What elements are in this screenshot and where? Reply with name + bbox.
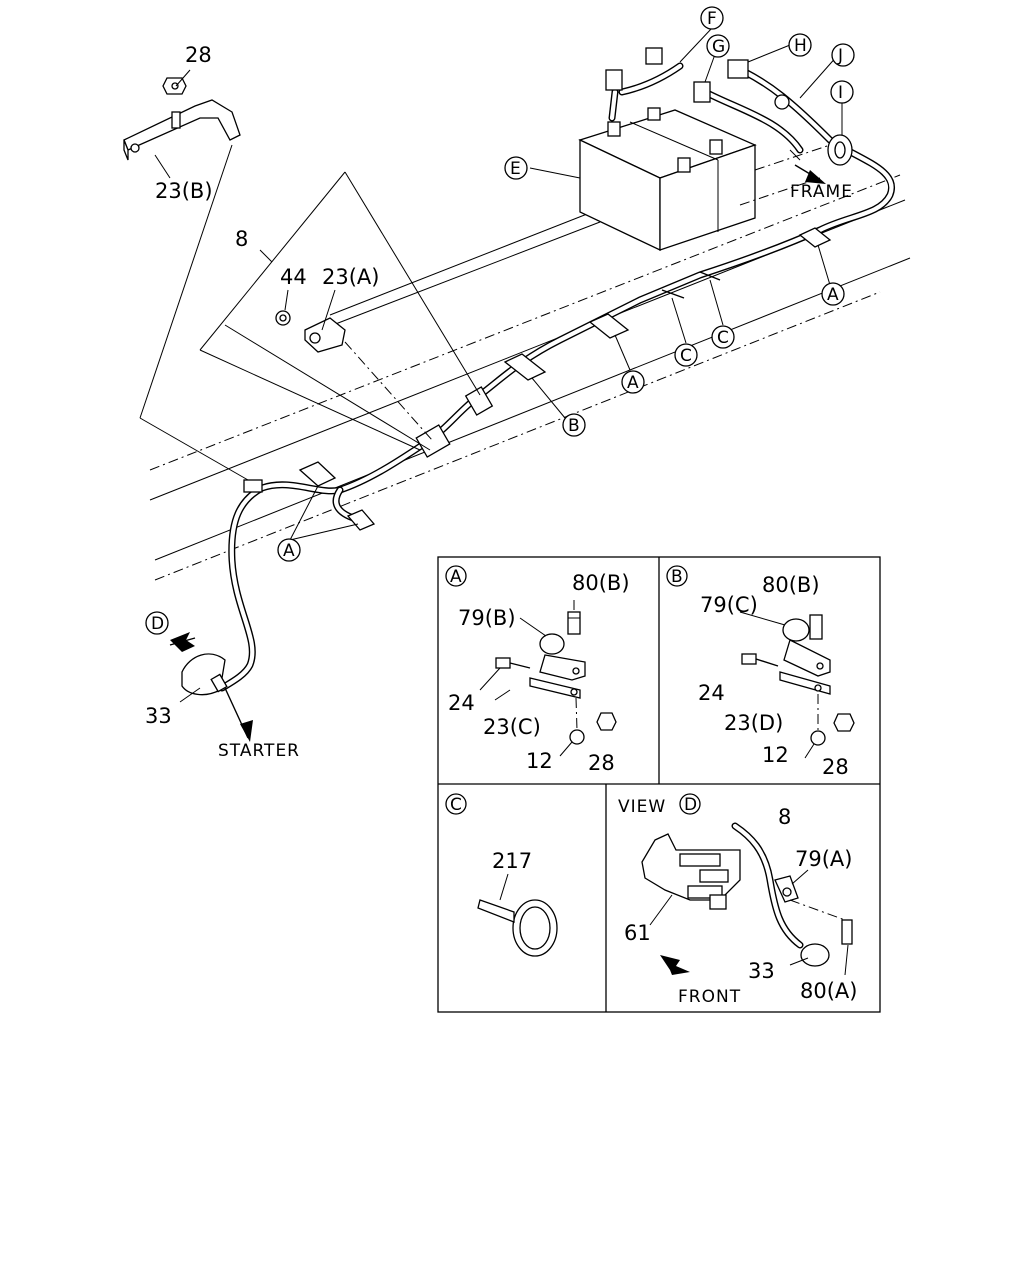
callout-a-left: A bbox=[277, 538, 301, 562]
panel-d-view: VIEW bbox=[618, 797, 666, 817]
svg-text:E: E bbox=[510, 159, 522, 179]
svg-text:C: C bbox=[717, 328, 730, 348]
label-frame: FRAME bbox=[790, 182, 853, 202]
svg-text:I: I bbox=[838, 83, 844, 103]
panel-d-tag: D bbox=[684, 795, 698, 815]
panel-b-nut-28: 28 bbox=[822, 755, 849, 779]
callout-c-right: C bbox=[711, 325, 735, 349]
panel-b-clip: 79(C) bbox=[700, 593, 758, 617]
panel-d-boot: 33 bbox=[748, 959, 775, 983]
starter-cable bbox=[181, 386, 494, 696]
callout-i: I bbox=[830, 80, 854, 104]
panel-a-bolt: 80(B) bbox=[572, 571, 630, 595]
panel-a-nut-28: 28 bbox=[588, 751, 615, 775]
callout-g: G bbox=[706, 34, 730, 58]
panel-d-front: FRONT bbox=[678, 987, 741, 1007]
leader-lines bbox=[139, 27, 843, 742]
panel-b-tag: B bbox=[671, 567, 684, 587]
panel-a-clip: 79(B) bbox=[458, 606, 516, 630]
panel-d: VIEW D 8 79(A) 61 33 FRONT 80(A) bbox=[618, 793, 857, 1007]
svg-text:F: F bbox=[707, 9, 718, 29]
svg-text:C: C bbox=[680, 346, 693, 366]
panel-a: A 80(B) 79(B) 24 23(C) 12 28 bbox=[445, 565, 630, 775]
panel-b-bolt: 80(B) bbox=[762, 573, 820, 597]
bracket-23b bbox=[123, 77, 241, 161]
svg-text:G: G bbox=[712, 37, 726, 57]
panel-b-nut-12: 12 bbox=[762, 743, 789, 767]
svg-text:D: D bbox=[151, 614, 165, 634]
detail-panels-frame bbox=[437, 556, 881, 1013]
label-nut-28-top: 28 bbox=[185, 43, 212, 67]
svg-text:B: B bbox=[568, 416, 581, 436]
panel-a-bolt-24: 24 bbox=[448, 691, 475, 715]
panel-c: C 217 bbox=[445, 793, 558, 957]
panel-b-bracket: 23(D) bbox=[724, 711, 783, 735]
label-starter-boot-33: 33 bbox=[145, 704, 172, 728]
battery-pair bbox=[578, 107, 831, 252]
label-nut-44: 44 bbox=[280, 265, 307, 289]
harness-clamps bbox=[298, 227, 832, 531]
panel-d-clip: 79(A) bbox=[795, 847, 852, 871]
panel-d-bracket: 61 bbox=[624, 921, 651, 945]
panel-b-bolt-24: 24 bbox=[698, 681, 725, 705]
battery-cables bbox=[476, 47, 896, 399]
panel-b: B 80(B) 79(C) 24 23(D) 12 28 bbox=[666, 565, 855, 779]
svg-text:A: A bbox=[627, 373, 640, 393]
callout-h: H bbox=[788, 33, 812, 57]
callout-j: J bbox=[831, 43, 855, 67]
frame-rails bbox=[149, 174, 911, 581]
svg-text:A: A bbox=[827, 285, 840, 305]
callout-c-mid: C bbox=[674, 343, 698, 367]
panel-a-tag: A bbox=[450, 567, 463, 587]
svg-text:H: H bbox=[794, 36, 808, 56]
callout-f: F bbox=[700, 6, 724, 30]
svg-text:A: A bbox=[283, 541, 296, 561]
label-cable-8: 8 bbox=[235, 227, 248, 251]
panel-a-nut-12: 12 bbox=[526, 749, 553, 773]
callout-a-mid: A bbox=[621, 370, 645, 394]
bracket-23a bbox=[275, 310, 346, 353]
panel-c-tag: C bbox=[450, 795, 463, 815]
panel-a-bracket: 23(C) bbox=[483, 715, 541, 739]
callout-e: E bbox=[504, 156, 528, 180]
svg-text:J: J bbox=[837, 46, 844, 66]
label-bracket-23a: 23(A) bbox=[322, 265, 379, 289]
callout-d-main: D bbox=[145, 611, 169, 635]
callout-b-main: B bbox=[562, 413, 586, 437]
panel-c-band: 217 bbox=[492, 849, 532, 873]
label-bracket-23b: 23(B) bbox=[155, 179, 213, 203]
panel-d-bolt: 80(A) bbox=[800, 979, 857, 1003]
label-starter: STARTER bbox=[218, 741, 300, 761]
panel-d-cable: 8 bbox=[778, 805, 791, 829]
callout-a-right: A bbox=[821, 282, 845, 306]
